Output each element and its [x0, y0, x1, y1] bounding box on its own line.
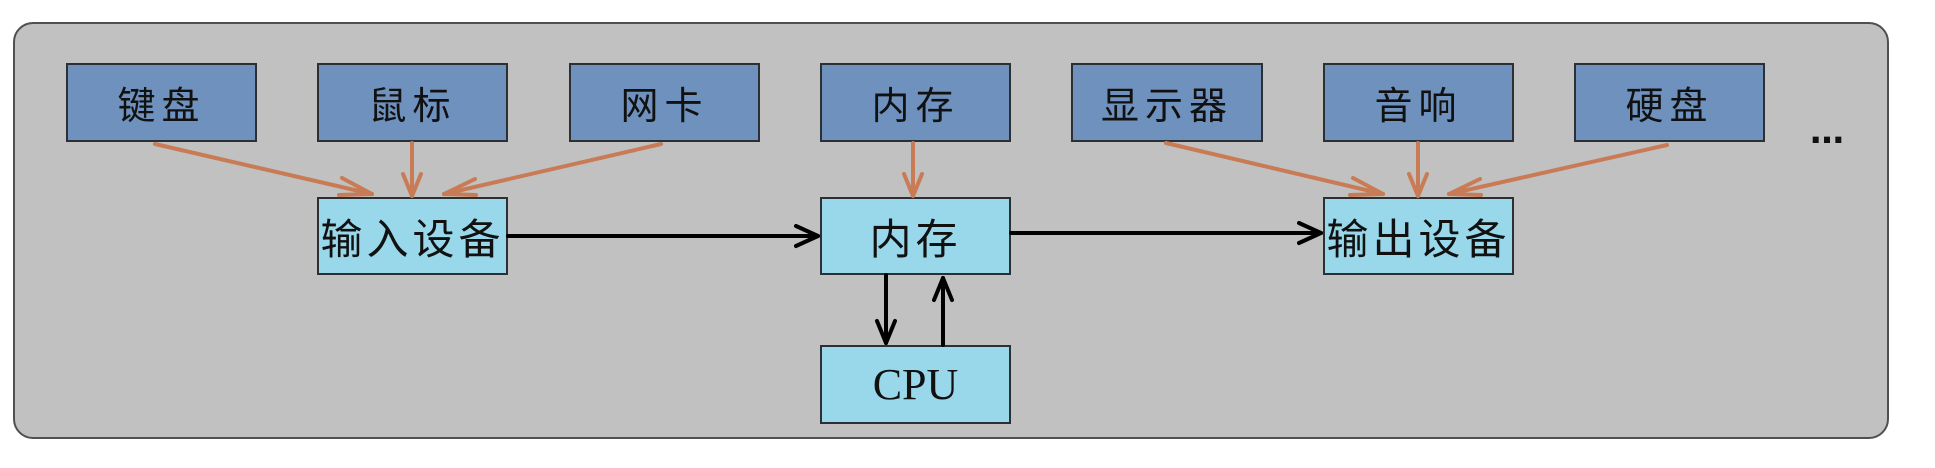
arrowhead-icon — [875, 319, 897, 345]
edge-keyboard-input — [153, 142, 374, 196]
arrowhead-icon — [932, 276, 954, 302]
arrowhead-icon — [442, 177, 478, 197]
node-label: 内存 — [871, 84, 960, 128]
node-memory: 内存 — [820, 197, 1011, 275]
node-output-device: 输出设备 — [1323, 197, 1514, 275]
node-label: 网卡 — [620, 84, 709, 128]
node-memory-module: 内存 — [820, 63, 1011, 142]
node-label: 显示器 — [1100, 84, 1233, 128]
node-label: 音响 — [1374, 84, 1463, 128]
node-label: 键盘 — [117, 84, 206, 128]
more-indicator: … — [1810, 112, 1845, 152]
arrowhead-icon — [1407, 172, 1429, 198]
node-label: 输出设备 — [1326, 214, 1511, 264]
node-label: 输入设备 — [320, 214, 505, 264]
edge-nic-input — [442, 142, 663, 196]
arrowhead-icon — [1297, 221, 1323, 245]
arrowhead-icon — [794, 224, 820, 248]
node-display: 显示器 — [1071, 63, 1263, 142]
node-hdd: 硬盘 — [1574, 63, 1765, 142]
node-speaker: 音响 — [1323, 63, 1514, 142]
node-nic: 网卡 — [569, 63, 760, 142]
node-label: 内存 — [869, 214, 962, 264]
node-label: 硬盘 — [1625, 84, 1714, 128]
node-label: CPU — [872, 360, 959, 409]
node-cpu: CPU — [820, 345, 1011, 424]
arrowhead-icon — [401, 172, 423, 198]
arrowhead-icon — [1348, 176, 1385, 197]
node-mouse: 鼠标 — [317, 63, 508, 142]
edge-hdd-output — [1447, 143, 1669, 196]
node-input-device: 输入设备 — [317, 197, 508, 275]
node-keyboard: 键盘 — [66, 63, 257, 142]
arrowhead-icon — [337, 176, 374, 197]
edge-display-output — [1164, 141, 1385, 196]
arrowhead-icon — [1447, 177, 1483, 197]
arrowhead-icon — [902, 172, 924, 198]
node-label: 鼠标 — [368, 84, 457, 128]
